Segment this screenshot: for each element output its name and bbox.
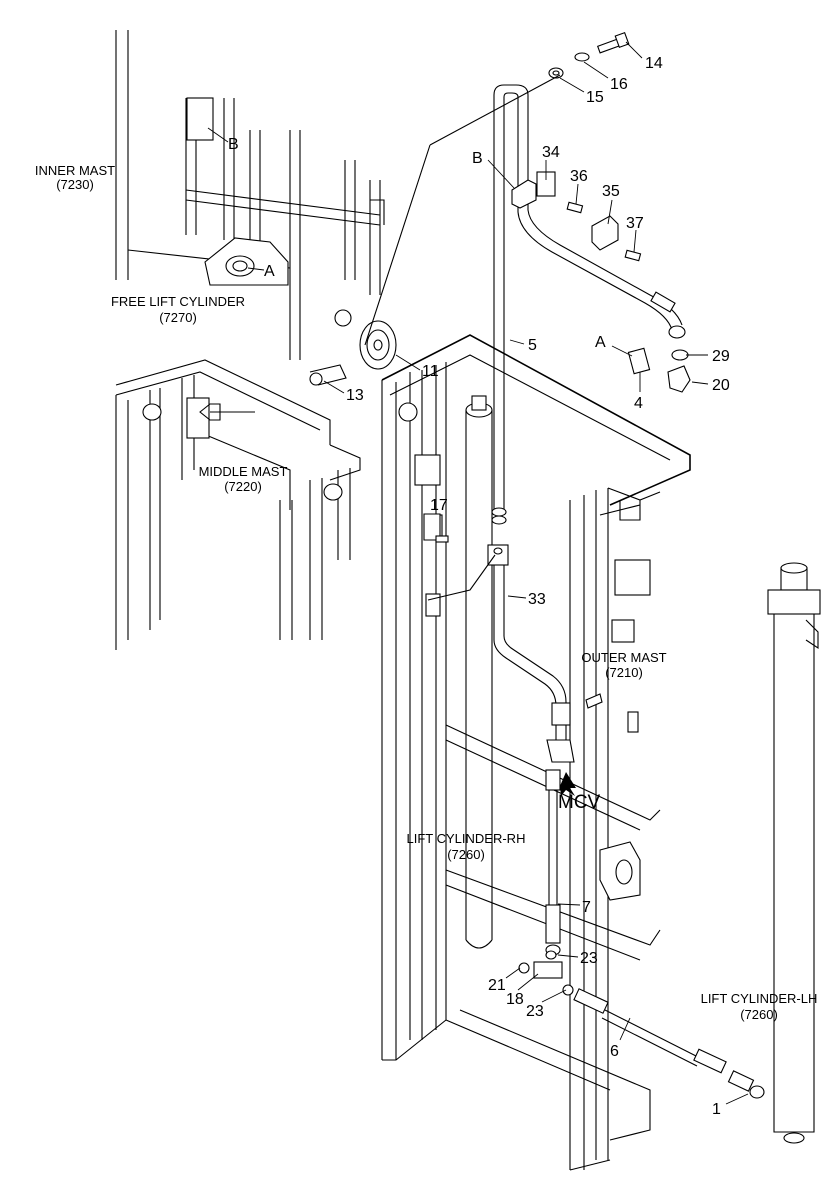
part-number-5: 5 <box>528 337 537 354</box>
free-lift-cylinder-label: FREE LIFT CYLINDER <box>111 294 245 309</box>
part-number-6: 6 <box>610 1043 619 1060</box>
part-number-21: 21 <box>488 977 506 994</box>
connection-a-fitting: A <box>595 334 606 351</box>
part-number-18: 18 <box>506 991 524 1008</box>
part-number-36: 36 <box>570 168 588 185</box>
lift-cylinder-rh-code: (7260) <box>447 847 485 862</box>
part-number-17: 17 <box>430 497 448 514</box>
assembly-labels: INNER MAST (7230) FREE LIFT CYLINDER (72… <box>35 163 817 1022</box>
lift-cylinder-lh-code: (7260) <box>740 1007 778 1022</box>
part-number-15: 15 <box>586 89 604 106</box>
free-lift-cylinder-code: (7270) <box>159 310 197 325</box>
part-number-13: 13 <box>346 387 364 404</box>
middle-mast-label: MIDDLE MAST <box>199 464 288 479</box>
hose-5 <box>491 84 686 525</box>
outer-mast-label: OUTER MAST <box>581 650 666 665</box>
middle-mast-drawing <box>115 359 361 650</box>
inner-mast-label: INNER MAST <box>35 163 115 178</box>
part-number-16: 16 <box>610 76 628 93</box>
part-number-4: 4 <box>634 395 643 412</box>
connection-b-inner: B <box>228 136 239 153</box>
part-number-35: 35 <box>602 183 620 200</box>
bracket-parts <box>423 171 691 709</box>
part-number-29: 29 <box>712 348 730 365</box>
part-number-7: 7 <box>582 899 591 916</box>
part-number-34: 34 <box>542 144 560 161</box>
part-number-labels: 14 16 15 34 36 35 37 5 29 11 20 13 4 17 … <box>346 55 730 1118</box>
part-number-1: 1 <box>712 1101 721 1118</box>
mcv-label: MCV <box>558 792 601 813</box>
lift-cylinder-rh-drawing <box>465 395 493 949</box>
part-number-14: 14 <box>645 55 663 72</box>
outer-mast-code: (7210) <box>605 665 643 680</box>
mcv-arrow-icon <box>560 772 576 796</box>
part-number-33: 33 <box>528 591 546 608</box>
inner-mast-drawing <box>115 30 385 360</box>
leader-lines <box>207 41 749 1105</box>
lift-cylinder-rh-label: LIFT CYLINDER-RH <box>407 831 526 846</box>
connection-b-hose: B <box>472 150 483 167</box>
middle-mast-code: (7220) <box>224 479 262 494</box>
lift-cylinder-lh-label: LIFT CYLINDER-LH <box>701 991 818 1006</box>
part-number-23a: 23 <box>580 950 598 967</box>
inner-mast-code: (7230) <box>56 177 94 192</box>
part-number-20: 20 <box>712 377 730 394</box>
connection-a-inner: A <box>264 263 275 280</box>
outer-mast-drawing <box>334 309 691 1171</box>
lift-cylinder-lh-drawing <box>767 562 821 1144</box>
hose-6 <box>573 988 765 1099</box>
hardware-parts <box>309 31 630 386</box>
pipe-33 <box>427 544 575 763</box>
part-number-23b: 23 <box>526 1003 544 1020</box>
part-number-11: 11 <box>422 363 439 380</box>
connection-labels: B A B A MCV <box>228 136 606 813</box>
tee-fitting-18 <box>518 950 574 996</box>
part-number-37: 37 <box>626 215 644 232</box>
